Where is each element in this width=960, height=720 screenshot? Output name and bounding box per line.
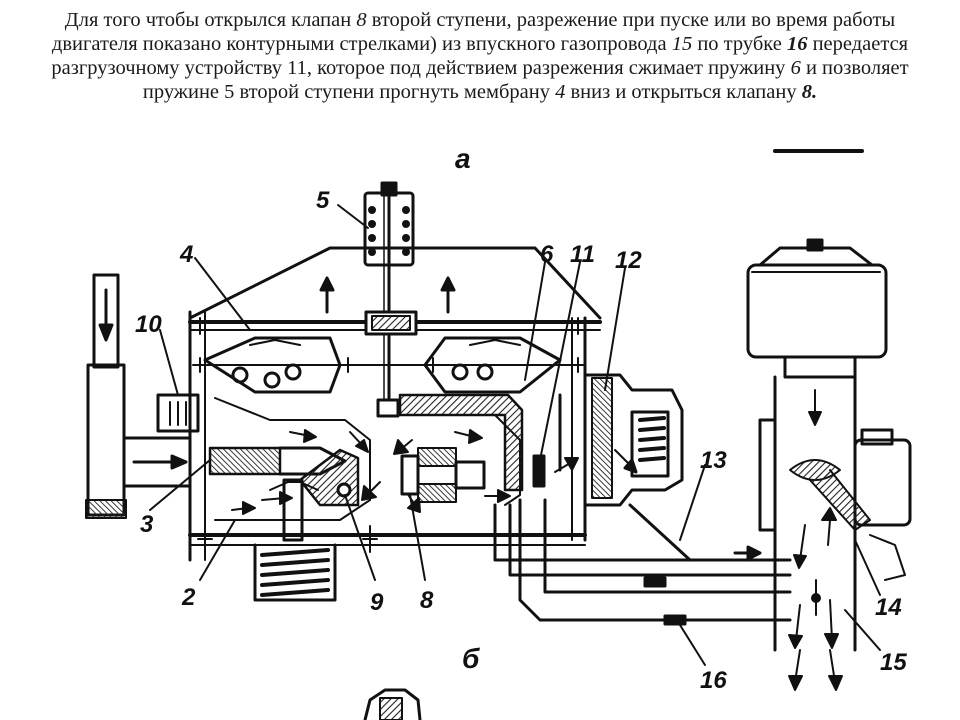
valve-8-spring [417,483,457,503]
inlet-connector [122,436,192,488]
supply-pipe [493,503,792,562]
first-stage-cavity [214,397,371,521]
view-label-a: а [455,143,471,174]
caption-ref-valve-8-end: 8. [801,81,818,103]
caption-text-5: и позволяет пружине 5 второй ступени про… [142,57,909,103]
mixer-flow-arrows [788,389,843,691]
mixer-right-box [853,438,912,527]
caption-ref-tube-16: 16 [786,33,808,55]
valve-8-seat [400,454,420,496]
unloader-12-housing [583,373,684,507]
hatched-channel [398,393,524,492]
label-5: 5 [316,187,330,214]
inlet-pipe [92,273,120,369]
label-11: 11 [570,241,595,268]
label-4: 4 [179,241,193,268]
label-8: 8 [420,587,434,614]
caption-ref-spring-6: 6 [790,57,801,79]
top-dome-cover [188,246,602,320]
label-15: 15 [880,649,907,676]
label-13: 13 [700,447,727,474]
pressure-arrows-up [319,276,456,314]
caption-text-4: передается разгрузочному устройству 11, … [51,33,909,79]
valve-8-guide [454,460,486,490]
spring-2-cup [253,543,337,602]
rod-end [376,398,400,418]
caption-text-1: Для того чтобы открылся клапан [64,9,357,31]
caption-text-6: вниз и открыться клапану [565,81,802,103]
label-10: 10 [135,311,162,338]
plus-marks [192,317,586,373]
unloader-11-rod [532,454,546,488]
caption-ref-membrane-4: 4 [555,81,566,103]
inlet-drain [85,499,127,519]
label-12: 12 [615,247,642,274]
lever-9 [298,448,360,507]
label-16: 16 [700,667,727,694]
label-9: 9 [370,589,384,616]
bottom-cutoff-part [363,688,422,720]
air-filter [746,263,888,359]
spring-5-cap [380,181,398,197]
view-label-b: б [462,643,480,674]
spring-2-coils [260,548,330,597]
label-3: 3 [140,511,154,538]
throttle-14-plate [809,469,871,531]
label-leaders [149,204,881,666]
caption-text-2: второй ступени, разрежение при пуске или… [51,9,896,55]
tube-13 [628,503,692,562]
inlet-filter-body [86,363,126,517]
caption-ref-manifold-15: 15 [671,33,693,55]
mixer-neck [783,355,857,379]
label-2: 2 [181,584,196,611]
label-6: 6 [540,241,554,268]
tube-16-union [643,576,667,588]
unloader-12-membrane [591,377,613,499]
unloader-12-chamber [630,410,670,478]
caption-text-3: по трубке [692,33,787,55]
unloader-spring-6 [638,416,666,462]
lower-valve-stem [282,478,304,542]
caption-ref-valve-8: 8 [356,9,367,31]
mixer-left-lug [758,418,777,532]
valve-8-head [417,447,457,467]
first-stage-lever-left [231,339,302,389]
label-14: 14 [875,594,902,621]
first-stage-lever-right [451,339,521,381]
inlet-valve-3 [208,446,282,476]
caption-paragraph: Для того чтобы открылся клапан 8 второй … [30,8,930,104]
spring-5-coils [368,206,410,256]
